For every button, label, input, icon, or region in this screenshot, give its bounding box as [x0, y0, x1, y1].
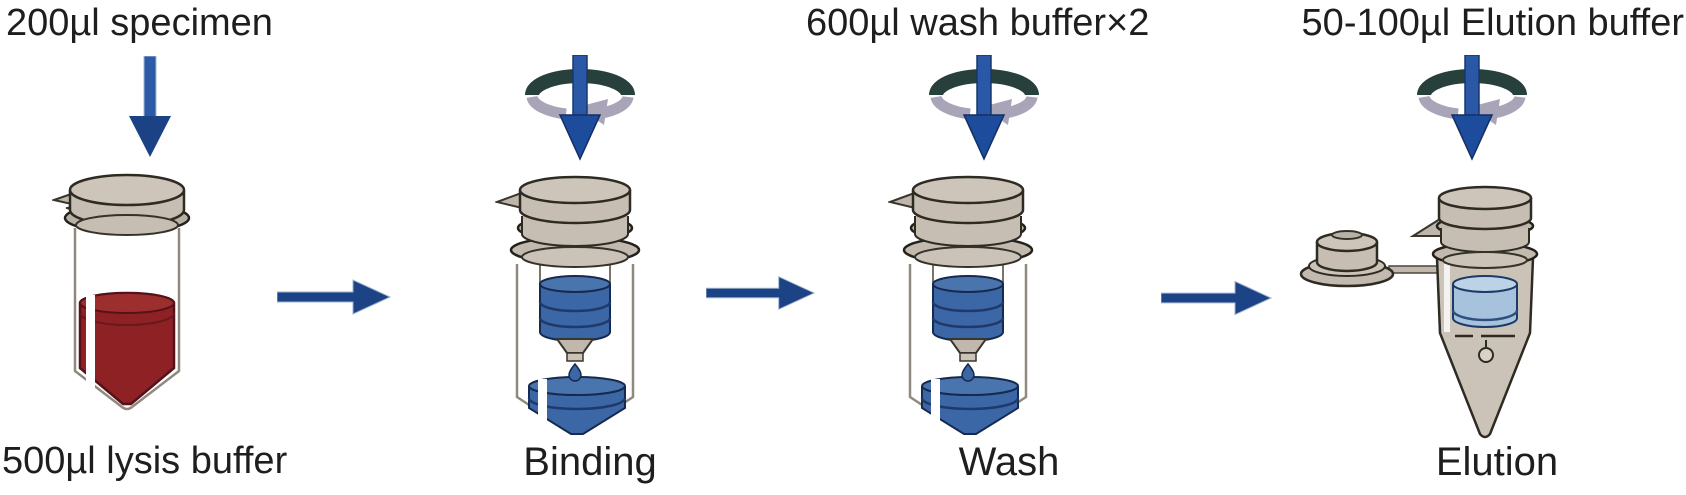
binding-column-illustration: [495, 175, 641, 438]
right-arrow-icon: [706, 275, 816, 311]
lysis-buffer-label: 500µl lysis buffer: [2, 440, 288, 482]
binding-step-label: Binding: [523, 440, 657, 484]
wash-step-label: Wash: [958, 440, 1060, 484]
wash-column-illustration: [888, 175, 1034, 438]
down-arrow-icon: [129, 56, 171, 157]
wash-buffer-label: 600µl wash buffer×2: [806, 2, 1150, 44]
lysis-tube-illustration: [52, 173, 191, 411]
elution-step-label: Elution: [1435, 440, 1559, 484]
spin-arrow-icon: [1417, 55, 1527, 161]
right-arrow-icon: [277, 279, 392, 315]
elution-tube-illustration: [1299, 185, 1539, 439]
spin-arrow-icon: [929, 55, 1039, 161]
specimen-volume-label: 200µl specimen: [6, 2, 273, 44]
right-arrow-icon: [1161, 280, 1273, 316]
spin-arrow-icon: [525, 55, 635, 161]
elution-buffer-label: 50-100µl Elution buffer: [1301, 2, 1684, 44]
